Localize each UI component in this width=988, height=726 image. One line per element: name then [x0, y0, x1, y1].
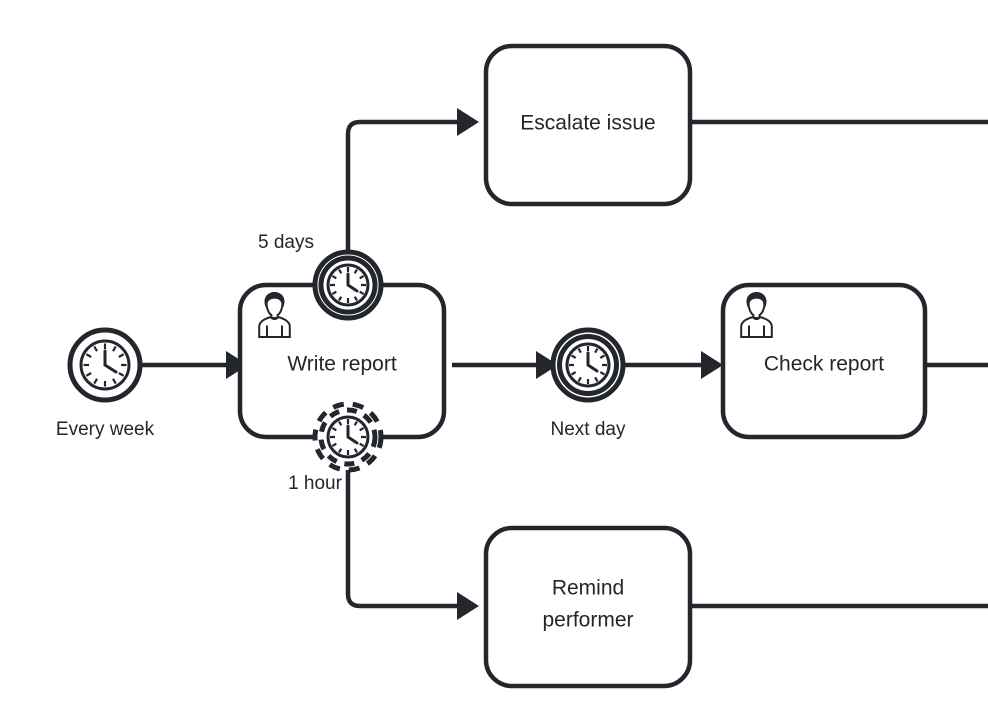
- task-box[interactable]: [720, 282, 928, 440]
- event-label: 1 hour: [288, 473, 343, 494]
- user-icon: [740, 292, 773, 338]
- flow-5days-to-escalate: [345, 108, 479, 255]
- flow-line: [345, 119, 459, 255]
- task-check-report[interactable]: Check report: [720, 282, 928, 440]
- arrowhead-icon: [457, 592, 479, 620]
- event-label: Every week: [56, 419, 155, 440]
- event-label: Next day: [551, 419, 626, 440]
- clock-icon: [565, 342, 611, 388]
- boundary-5-days[interactable]: 5 days: [258, 232, 384, 321]
- arrowhead-icon: [226, 351, 248, 379]
- flow-write-to-nextday: [452, 351, 558, 379]
- user-icon: [258, 292, 291, 338]
- task-label-line2: performer: [542, 609, 633, 632]
- task-escalate-issue[interactable]: Escalate issue: [483, 43, 693, 207]
- clock-icon: [326, 415, 370, 459]
- task-label: Escalate issue: [520, 112, 655, 135]
- arrowhead-icon: [701, 351, 723, 379]
- arrowhead-icon: [457, 108, 479, 136]
- arrowhead-icon: [536, 351, 558, 379]
- task-label: Write report: [287, 353, 396, 376]
- task-box[interactable]: [483, 43, 693, 207]
- start-event[interactable]: Every week: [56, 327, 155, 440]
- flow-start-to-write: [141, 351, 248, 379]
- task-box[interactable]: [483, 525, 693, 689]
- boundary-1-hour[interactable]: 1 hour: [288, 401, 384, 494]
- flow-line: [345, 470, 459, 609]
- task-remind-performer[interactable]: Remind performer: [483, 525, 693, 689]
- task-label-line1: Remind: [552, 577, 624, 600]
- flow-nextday-to-check: [619, 351, 723, 379]
- intermediate-next-day[interactable]: Next day: [550, 327, 626, 440]
- clock-icon: [326, 263, 370, 307]
- task-label: Check report: [764, 353, 884, 376]
- clock-icon: [79, 339, 131, 391]
- flow-1hour-to-remind: [345, 470, 479, 620]
- event-label: 5 days: [258, 232, 314, 253]
